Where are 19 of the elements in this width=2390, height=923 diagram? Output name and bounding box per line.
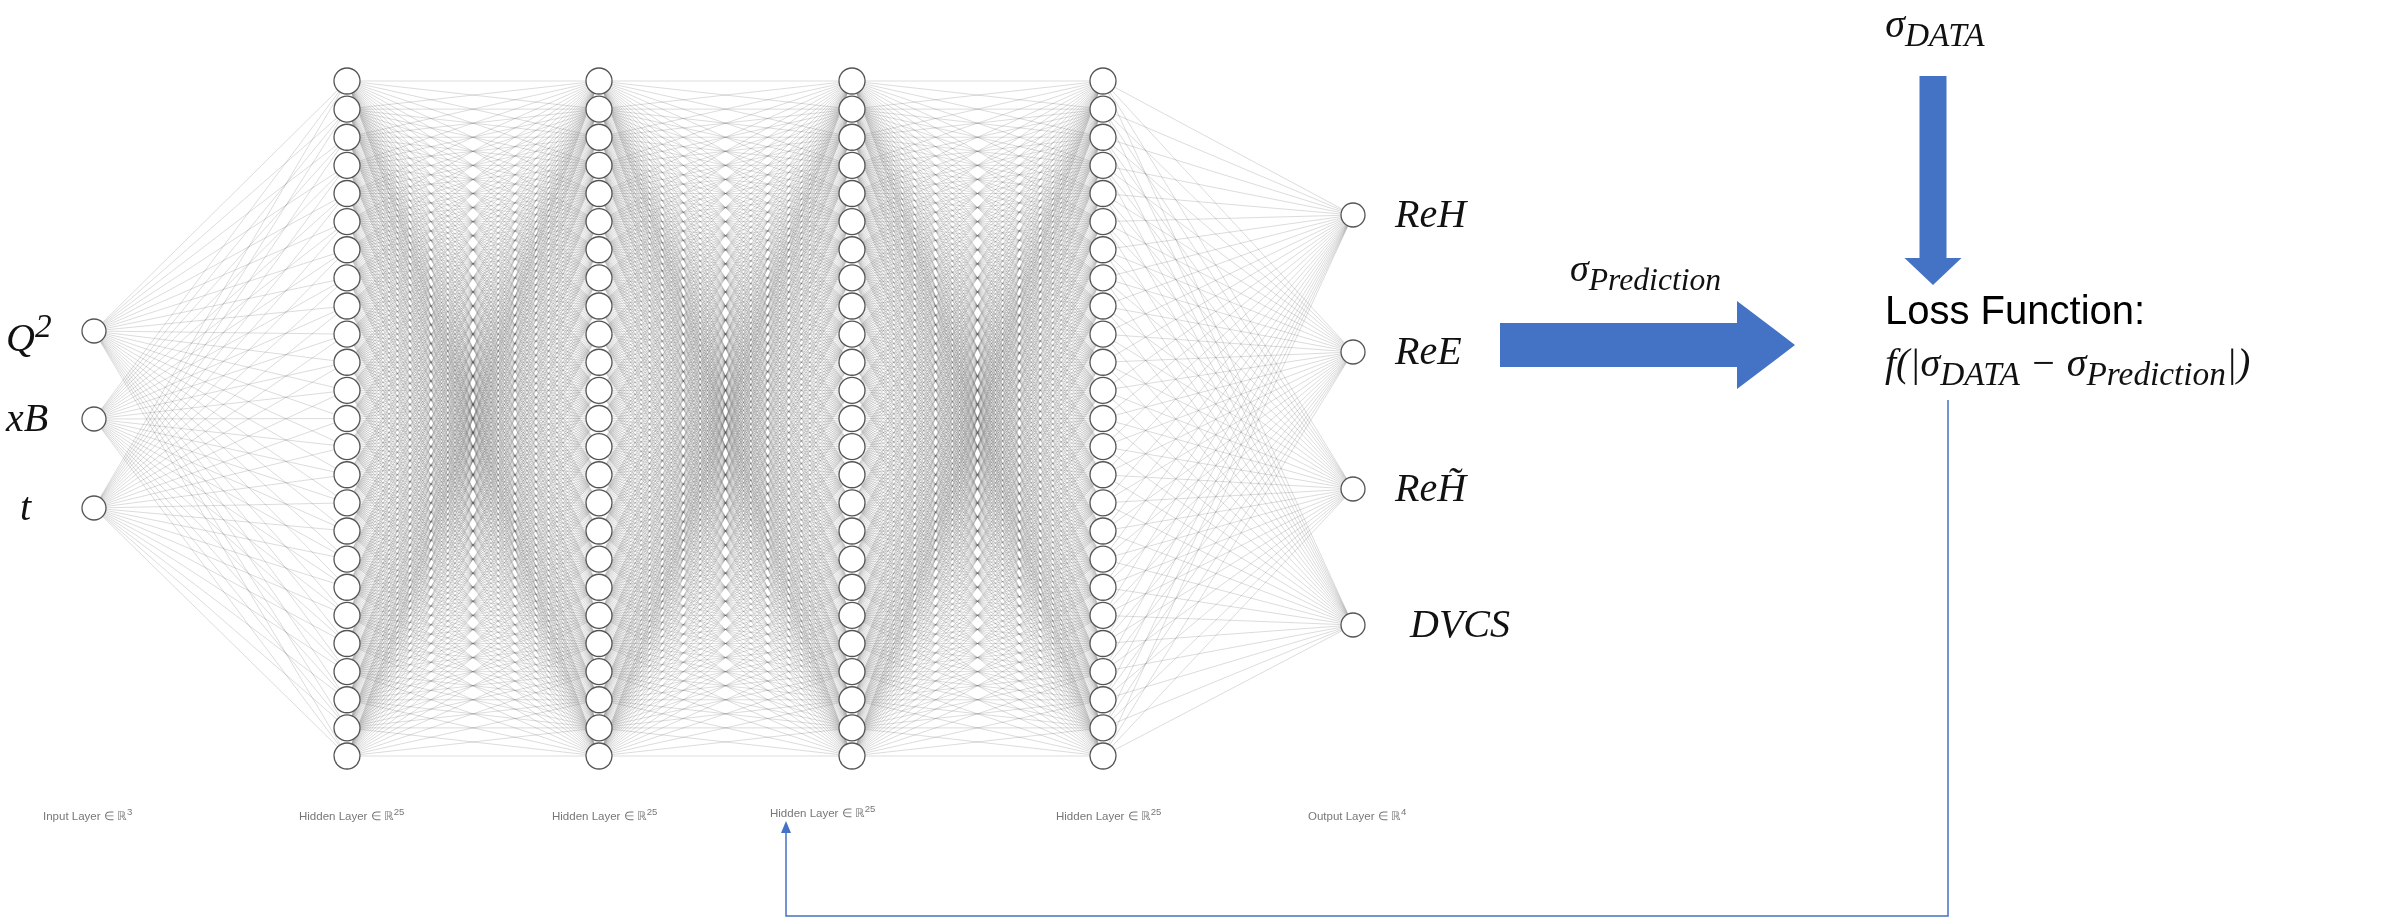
neuron-label: t bbox=[20, 483, 32, 531]
neuron-label: DVCS bbox=[1410, 600, 1510, 648]
loss-formula: f(|σ$_{DATA}$ − σ$_{Prediction}$|) bbox=[1885, 339, 2252, 394]
neuron-label: ReH̃ bbox=[1395, 464, 1467, 512]
feedback-arrow bbox=[781, 399, 1949, 917]
block-arrow bbox=[1904, 76, 1962, 285]
layer-caption: Hidden Layer ∈ ℝ$^{25}$ bbox=[770, 803, 880, 821]
layer-caption: Hidden Layer ∈ ℝ$^{25}$ bbox=[552, 805, 658, 824]
neuron-label: xB bbox=[6, 394, 49, 442]
neuron-label: ReH bbox=[1395, 190, 1467, 238]
neuron-label: ReE bbox=[1395, 327, 1462, 375]
sigma-data-label: σ$_{DATA}$ bbox=[1870, 0, 2000, 76]
layer-caption: Input Layer ∈ ℝ$^{3}$ bbox=[43, 805, 133, 824]
loss-function-heading: Loss Function: bbox=[1885, 287, 2147, 334]
block-arrow bbox=[1500, 301, 1795, 389]
layer-caption: Hidden Layer ∈ ℝ$^{25}$ bbox=[1056, 805, 1162, 824]
layer-caption: Hidden Layer ∈ ℝ$^{25}$ bbox=[299, 805, 405, 824]
layer-caption: Output Layer ∈ ℝ$^{4}$ bbox=[1308, 805, 1407, 824]
neuron-label: Q$^{2}$ bbox=[6, 306, 52, 363]
